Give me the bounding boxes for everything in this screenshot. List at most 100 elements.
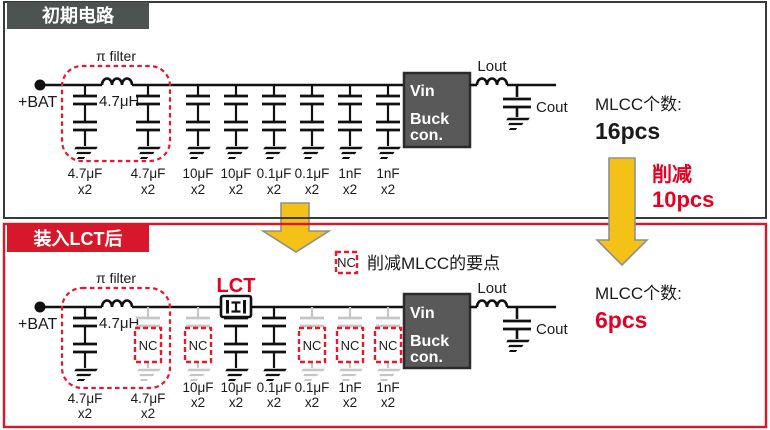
cap-qty-label: x2 [141,182,155,197]
nc-label: NC [139,338,158,353]
nc-marker: NC [183,326,213,364]
capacitor-leg: 0.1μF x2 [294,83,330,197]
cap-value-label: 4.7μF [68,166,103,181]
cap-qty-label: x2 [381,182,395,197]
capacitor-leg-removed: 0.1μF x2 [294,305,330,410]
nc-marker: NC [335,326,365,364]
cap-value-label: 0.1μF [257,380,292,395]
header-tab-red [7,225,149,252]
output-filter: Lout Cout [470,58,569,131]
cap-value-label: 1nF [338,166,361,181]
bat-label: +BAT [18,94,58,111]
cap-value-label: 10μF [182,380,213,395]
reduction-count: 10pcs [652,187,714,212]
capacitor-leg-removed: 1nF x2 [370,305,402,410]
cap-qty-label: x2 [305,182,319,197]
bat-label: +BAT [18,316,58,333]
capacitor-leg-removed: 10μF x2 [180,305,214,410]
cap-value-label: 1nF [338,380,361,395]
cap-value-label: 0.1μF [295,166,330,181]
cap-qty-label: x2 [305,395,319,410]
mlcc-count-value: 16pcs [595,118,660,144]
down-arrow-middle [260,202,332,253]
buck-box [402,292,472,370]
pi-filter-outline [60,286,172,390]
nc-label: NC [303,338,322,353]
cap-qty-label: x2 [229,395,243,410]
nc-label: NC [379,338,398,353]
lct-circuit-header: 装入LCT后 [7,225,149,252]
pi-filter-label: π filter [96,270,136,286]
cap-qty-label: x2 [191,395,205,410]
nc-box [297,326,327,364]
lout-label: Lout [477,58,507,75]
cap-value-label: 0.1μF [257,166,292,181]
nc-marker: NC [133,326,163,364]
buck-vin-label: Vin [410,305,435,322]
capacitor-leg: 1nF x2 [332,83,364,197]
lct-component: LCT [217,275,256,319]
lct-circuit-title: 装入LCT后 [34,228,123,249]
down-arrow-right [595,157,649,267]
capacitor-leg-removed: 4.7μF x2 [130,305,166,421]
capacitor-leg: 0.1μF x2 [256,305,292,410]
cap-value-label: 4.7μF [131,391,166,406]
buck-name-line1: Buck [410,333,449,350]
cap-qty-label: x2 [78,182,92,197]
capacitor-leg: 10μF x2 [218,83,252,197]
capacitor-leg: 0.1μF x2 [256,83,292,197]
nc-box [133,326,163,364]
cap-value-label: 4.7μF [68,391,103,406]
capacitor-leg: 4.7μF x2 [67,83,103,197]
legend-nc-box [334,250,359,275]
capacitor-leg: 4.7μF x2 [67,305,103,421]
output-filter: Lout Cout [470,280,569,353]
cap-qty-label: x2 [267,182,281,197]
nc-marker: NC [373,326,403,364]
initial-circuit-header: 初期电路 [7,2,149,29]
cap-qty-label: x2 [381,395,395,410]
cap-value-label: 1nF [376,380,399,395]
inductor-label: 4.7μH [99,315,139,332]
cap-value-label: 10μF [220,166,251,181]
cout-label: Cout [536,99,569,116]
lct-circuit-frame [2,222,768,429]
capacitor-leg: 4.7μF x2 [130,83,166,197]
cap-qty-label: x2 [343,182,357,197]
cap-qty-label: x2 [78,406,92,421]
cout-label: Cout [536,321,569,338]
pi-filter-label: π filter [96,48,136,64]
nc-box [183,326,213,364]
initial-circuit-frame [3,1,767,219]
buck-vin-label: Vin [410,83,435,100]
header-tab-dark [7,2,149,29]
capacitor-leg: 10μF x2 [218,305,252,410]
buck-name-line2: con. [410,349,443,366]
mlcc-count-caption: MLCC个数: [595,95,682,114]
cap-value-label: 0.1μF [295,380,330,395]
inductor-label: 4.7μH [99,93,139,110]
cap-qty-label: x2 [191,182,205,197]
nc-legend: NC 削减MLCC的要点 [334,250,500,275]
nc-box [335,326,365,364]
capacitor-leg: 1nF x2 [370,83,402,197]
cap-qty-label: x2 [343,395,357,410]
cap-qty-label: x2 [141,406,155,421]
cap-value-label: 4.7μF [131,166,166,181]
mlcc-count-value: 6pcs [595,307,647,333]
lct-label: LCT [217,275,256,297]
lout-label: Lout [477,280,507,297]
legend-nc-label: NC [337,255,356,270]
legend-text: 削减MLCC的要点 [367,254,500,273]
cap-qty-label: x2 [229,182,243,197]
mlcc-count-caption: MLCC个数: [595,284,682,303]
cap-value-label: 10μF [182,166,213,181]
nc-label: NC [341,338,360,353]
buck-name-line2: con. [410,127,443,144]
nc-label: NC [189,338,208,353]
lct-circuit: +BAT 4.7μH π filter 4.7μF x2 4.7μF x2 10… [18,270,682,421]
initial-circuit-title: 初期电路 [42,5,115,26]
